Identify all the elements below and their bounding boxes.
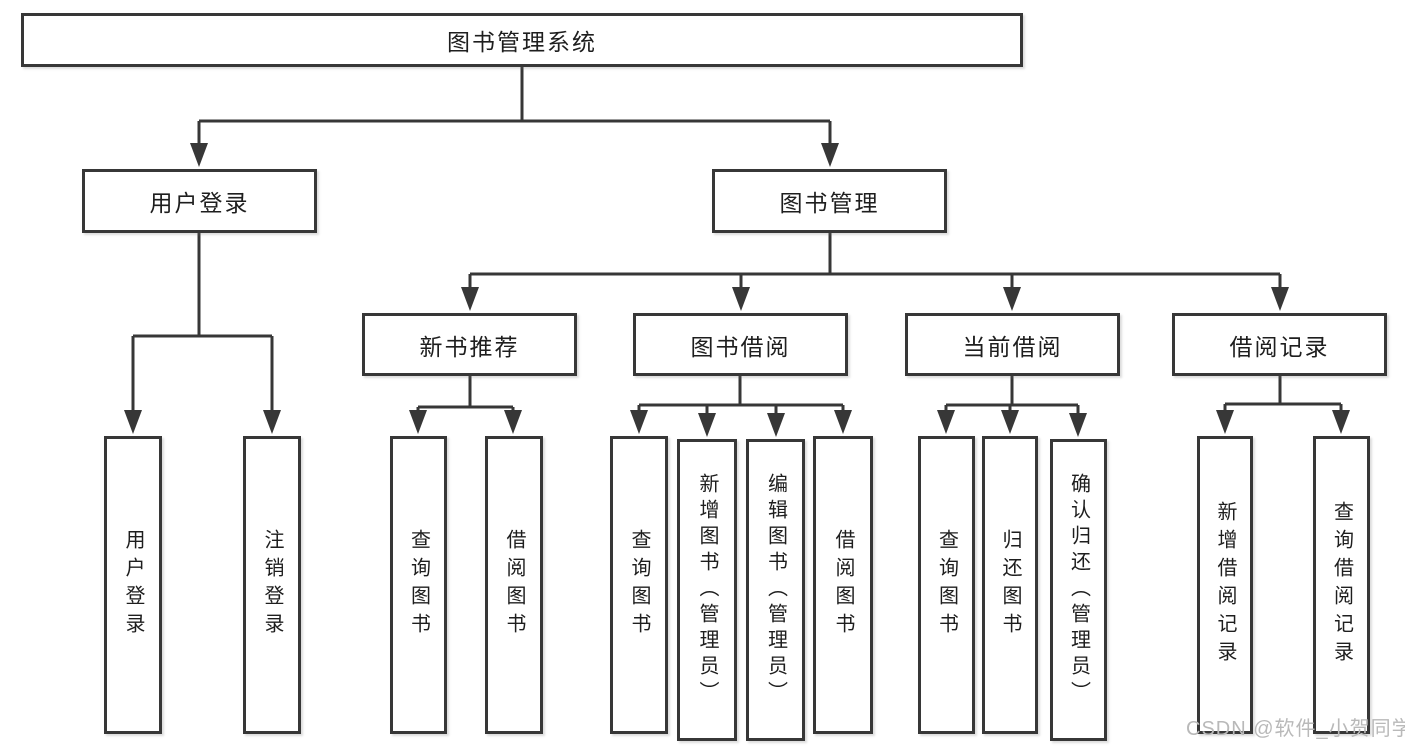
leaf-logout: 注销登录 [243,436,301,734]
node-label: 确认归还（管理员） [1067,473,1090,707]
arrowhead [504,410,522,434]
arrowhead [732,287,750,311]
arrowhead [1069,413,1087,437]
leaf-borrow-books-recommend: 借阅图书 [485,436,543,734]
connector-bookmgmt-to-level3 [468,233,1282,294]
node-label: 查询图书 [407,529,430,641]
node-label: 图书管理 [779,190,880,216]
arrowhead [190,143,208,167]
leaf-user-login: 用户登录 [104,436,162,734]
node-label: 用户登录 [122,529,144,641]
arrowhead [124,410,142,434]
leaf-confirm-return-admin: 确认归还（管理员） [1050,439,1107,741]
node-label: 借阅图书 [503,529,525,641]
node-label: 借阅记录 [1229,333,1330,360]
node-label: 用户登录 [149,190,250,216]
leaf-add-borrow-record: 新增借阅记录 [1197,436,1253,734]
arrowhead [263,410,281,434]
node-label: 编辑图书（管理员） [764,473,787,707]
arrowhead [1271,287,1289,311]
arrowhead [1332,410,1350,434]
node-label: 新增图书（管理员） [696,473,718,707]
node-label: 查询借阅记录 [1330,501,1353,669]
arrowhead [409,410,427,434]
node-label: 借阅图书 [832,529,854,641]
connector-borrowing-to-leaves [637,376,845,419]
node-root-library-system: 图书管理系统 [21,13,1023,67]
connector-current-to-leaves [944,376,1080,419]
arrowhead [1003,287,1021,311]
arrowhead [937,410,955,434]
leaf-borrow-books-borrowing: 借阅图书 [813,436,873,734]
arrowhead [698,413,716,437]
arrowhead [1216,410,1234,434]
node-label: 查询图书 [628,529,650,641]
node-label: 图书管理系统 [447,29,597,55]
node-borrowing-records: 借阅记录 [1172,313,1387,376]
node-label: 图书借阅 [690,333,791,360]
connector-userlogin-to-leaves [131,233,274,416]
connector-recommend-to-leaves [416,376,515,416]
connector-records-to-leaves [1223,376,1343,416]
arrowhead [630,410,648,434]
leaf-edit-book-admin: 编辑图书（管理员） [746,439,805,741]
leaf-query-books-borrowing: 查询图书 [610,436,668,734]
node-current-borrowing: 当前借阅 [905,313,1120,376]
node-user-login: 用户登录 [82,169,317,233]
leaf-return-book: 归还图书 [982,436,1038,734]
node-label: 归还图书 [999,529,1021,641]
leaf-query-books-current: 查询图书 [918,436,975,734]
node-new-book-recommend: 新书推荐 [362,313,577,376]
node-label: 新增借阅记录 [1214,501,1236,669]
arrowhead [834,410,852,434]
node-book-borrowing: 图书借阅 [633,313,848,376]
node-label: 注销登录 [261,529,283,641]
arrowhead [1001,410,1019,434]
arrowhead [461,287,479,311]
node-label: 当前借阅 [962,333,1063,360]
node-book-management: 图书管理 [712,169,947,233]
leaf-query-borrow-record: 查询借阅记录 [1313,436,1370,734]
arrowhead [767,413,785,437]
leaf-add-book-admin: 新增图书（管理员） [677,439,737,741]
csdn-watermark: CSDN @软件_小贺同学 [1186,718,1405,740]
node-label: 新书推荐 [419,333,520,360]
arrowhead [821,143,839,167]
connector-root-to-level2 [197,67,832,150]
leaf-query-books-recommend: 查询图书 [390,436,447,734]
node-label: 查询图书 [935,529,958,641]
